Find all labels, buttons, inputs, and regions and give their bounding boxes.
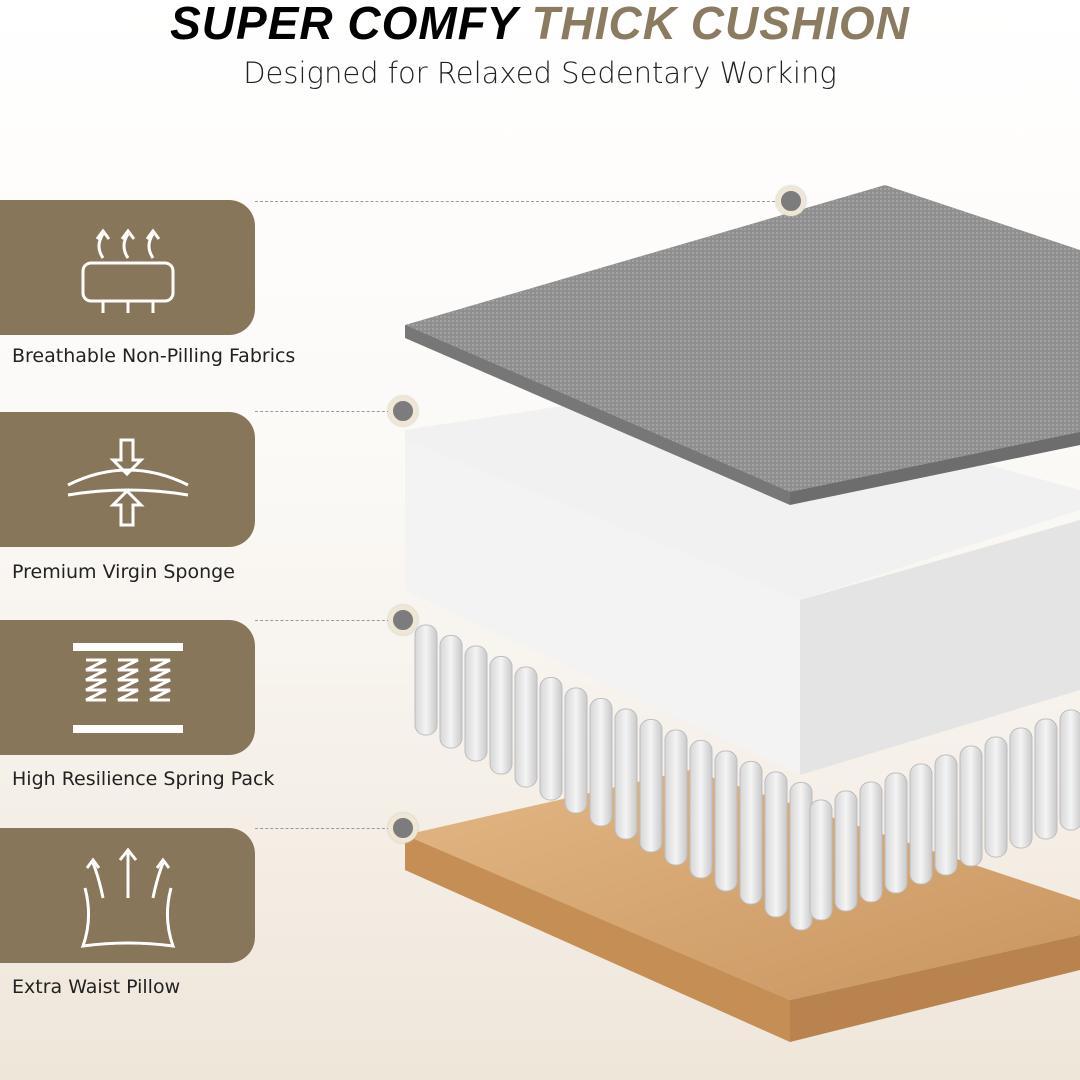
- feature-label: Extra Waist Pillow: [12, 976, 181, 998]
- spring-cylinder: [439, 635, 463, 749]
- pillow-icon: [80, 847, 175, 948]
- spring-cylinder: [859, 781, 883, 903]
- spring-cylinder: [934, 754, 958, 876]
- spring-cylinder: [809, 799, 833, 921]
- spring-cylinder: [1059, 709, 1080, 831]
- connector-line: [255, 620, 390, 621]
- page-title: SUPER COMFY THICK CUSHION: [170, 0, 910, 49]
- subtitle: Designed for Relaxed Sedentary Working: [243, 56, 837, 90]
- feature-label: Breathable Non-Pilling Fabrics: [12, 345, 296, 367]
- spring-cylinder: [834, 790, 858, 912]
- spring-cylinder: [564, 687, 588, 814]
- spring-cylinder: [614, 708, 638, 840]
- spring-cylinder: [1009, 727, 1033, 849]
- layer-marker-dot: [388, 396, 418, 426]
- feature-label: Premium Virgin Sponge: [12, 561, 235, 583]
- spring-cylinder: [884, 772, 908, 894]
- spring-cylinder: [414, 624, 438, 736]
- fabric-layer: [405, 185, 1080, 505]
- layer-marker-dot: [776, 186, 806, 216]
- spring-cylinder: [959, 745, 983, 867]
- spring-cylinder: [589, 698, 613, 827]
- spring-cylinder: [764, 771, 788, 918]
- spring-cylinder: [739, 761, 763, 905]
- connector-line: [255, 828, 390, 829]
- spring-cylinder: [664, 729, 688, 866]
- spring-cylinder: [514, 666, 538, 788]
- connector-line: [255, 201, 780, 202]
- layer-marker-dot: [388, 605, 418, 635]
- spring-cylinder: [639, 719, 663, 853]
- feature-panel-sponge: [0, 412, 255, 547]
- spring-pack: [414, 624, 1080, 931]
- spring-cylinder: [714, 750, 738, 892]
- feature-panel-fabric: [0, 200, 255, 335]
- spring-cylinder: [489, 656, 513, 775]
- layer-marker-dot: [388, 813, 418, 843]
- spring-cylinder: [539, 677, 563, 801]
- spring-cylinder: [464, 645, 488, 762]
- spring-cylinder: [1034, 718, 1058, 840]
- spring-cylinder: [789, 782, 813, 931]
- feature-panel-springs: [0, 620, 255, 755]
- breathable-fabric-icon: [81, 228, 174, 313]
- spring-cylinder: [909, 763, 933, 885]
- feature-label: High Resilience Spring Pack: [12, 768, 275, 790]
- sponge-layer: [405, 385, 1080, 775]
- spring-cylinder: [984, 736, 1008, 858]
- compression-sponge-icon: [66, 438, 189, 526]
- connector-line: [255, 411, 390, 412]
- feature-panel-pillow: [0, 828, 255, 963]
- spring-cylinder: [689, 740, 713, 879]
- spring-pack-icon: [72, 642, 183, 733]
